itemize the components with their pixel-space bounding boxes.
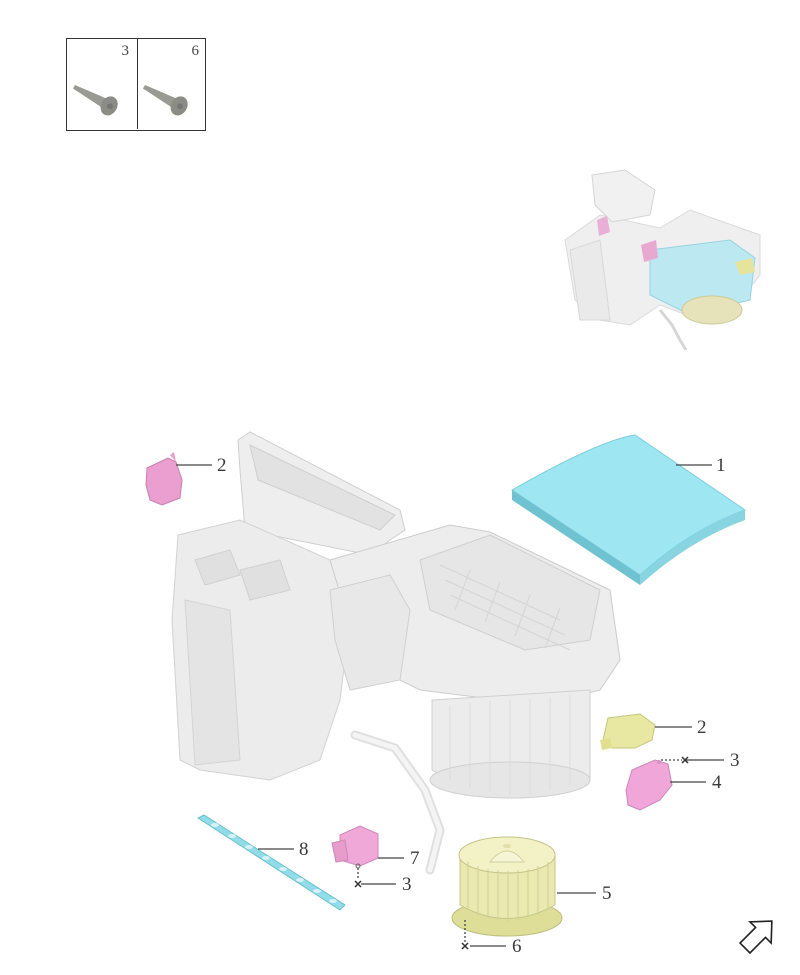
callout-7: 7 <box>410 848 420 869</box>
part-8-seal-strip <box>196 814 346 911</box>
part-5-blower-motor <box>451 836 563 937</box>
callout-4: 4 <box>712 772 722 793</box>
hvac-housing <box>171 431 621 875</box>
callout-3-right: 3 <box>730 750 740 771</box>
leader-lines <box>176 464 724 947</box>
callout-8: 8 <box>299 839 309 860</box>
callout-5: 5 <box>602 883 612 904</box>
overview-thumbnail <box>564 169 761 351</box>
callout-3-bottom: 3 <box>402 874 412 895</box>
part-2-actuator-yellow <box>600 713 656 750</box>
part-4-actuator-pink <box>625 759 673 811</box>
legend-cell-screw-3: 3 <box>67 39 138 129</box>
part-2-actuator-pink <box>145 452 183 506</box>
screw-icon <box>73 85 118 116</box>
screw-markers <box>354 756 689 950</box>
part-1-cabin-filter <box>511 434 747 585</box>
legend-cell-screw-6: 6 <box>137 39 207 129</box>
orientation-arrow-icon <box>738 920 773 955</box>
legend-number: 6 <box>191 43 200 59</box>
callout-2-yellow: 2 <box>697 717 707 738</box>
legend-number: 3 <box>121 43 130 59</box>
callout-2-top: 2 <box>217 455 227 476</box>
callout-6: 6 <box>512 936 522 957</box>
callout-1: 1 <box>716 455 726 476</box>
part-7-resistor-module <box>331 825 379 869</box>
screw-icon <box>143 85 188 116</box>
fastener-legend: 3 6 <box>66 38 206 131</box>
